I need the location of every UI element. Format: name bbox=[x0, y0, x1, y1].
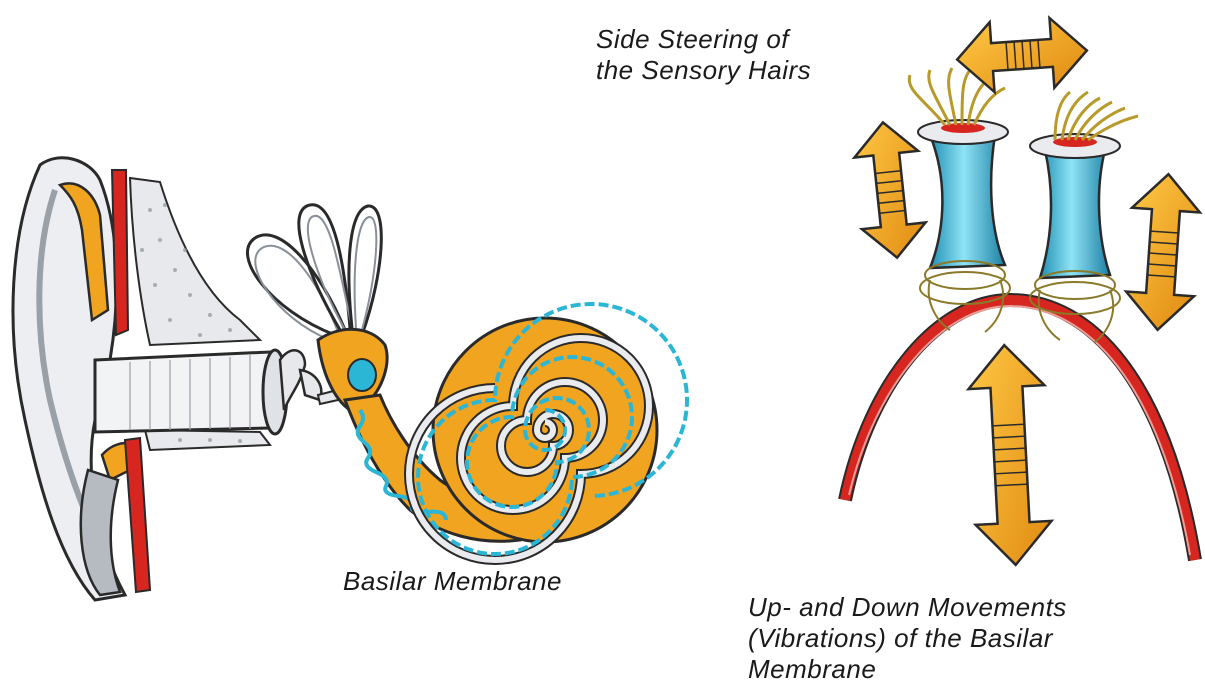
label-up-down-movements: Up- and Down Movements (Vibrations) of t… bbox=[748, 592, 1067, 685]
skin-layer-upper bbox=[112, 170, 128, 335]
label-basilar-membrane: Basilar Membrane bbox=[343, 566, 562, 597]
semicircular-canals bbox=[247, 205, 381, 340]
double-arrow-vertical-left bbox=[851, 119, 929, 261]
double-arrow-horizontal bbox=[955, 16, 1090, 95]
label-side-steering-line2: the Sensory Hairs bbox=[596, 55, 811, 86]
ear-canal bbox=[95, 352, 279, 432]
label-side-steering: Side Steering of the Sensory Hairs bbox=[596, 24, 811, 86]
label-up-down-line3: Membrane bbox=[748, 654, 1067, 685]
hair-cell-left bbox=[909, 68, 1010, 332]
label-up-down-line1: Up- and Down Movements bbox=[748, 592, 1067, 623]
skin-layer-lower bbox=[125, 438, 150, 592]
double-arrow-vertical-bottom bbox=[966, 343, 1053, 567]
label-side-steering-line1: Side Steering of bbox=[596, 24, 811, 55]
vestibule-fluid bbox=[348, 359, 376, 391]
label-up-down-line2: (Vibrations) of the Basilar bbox=[748, 623, 1067, 654]
double-arrow-vertical-right bbox=[1124, 172, 1203, 332]
